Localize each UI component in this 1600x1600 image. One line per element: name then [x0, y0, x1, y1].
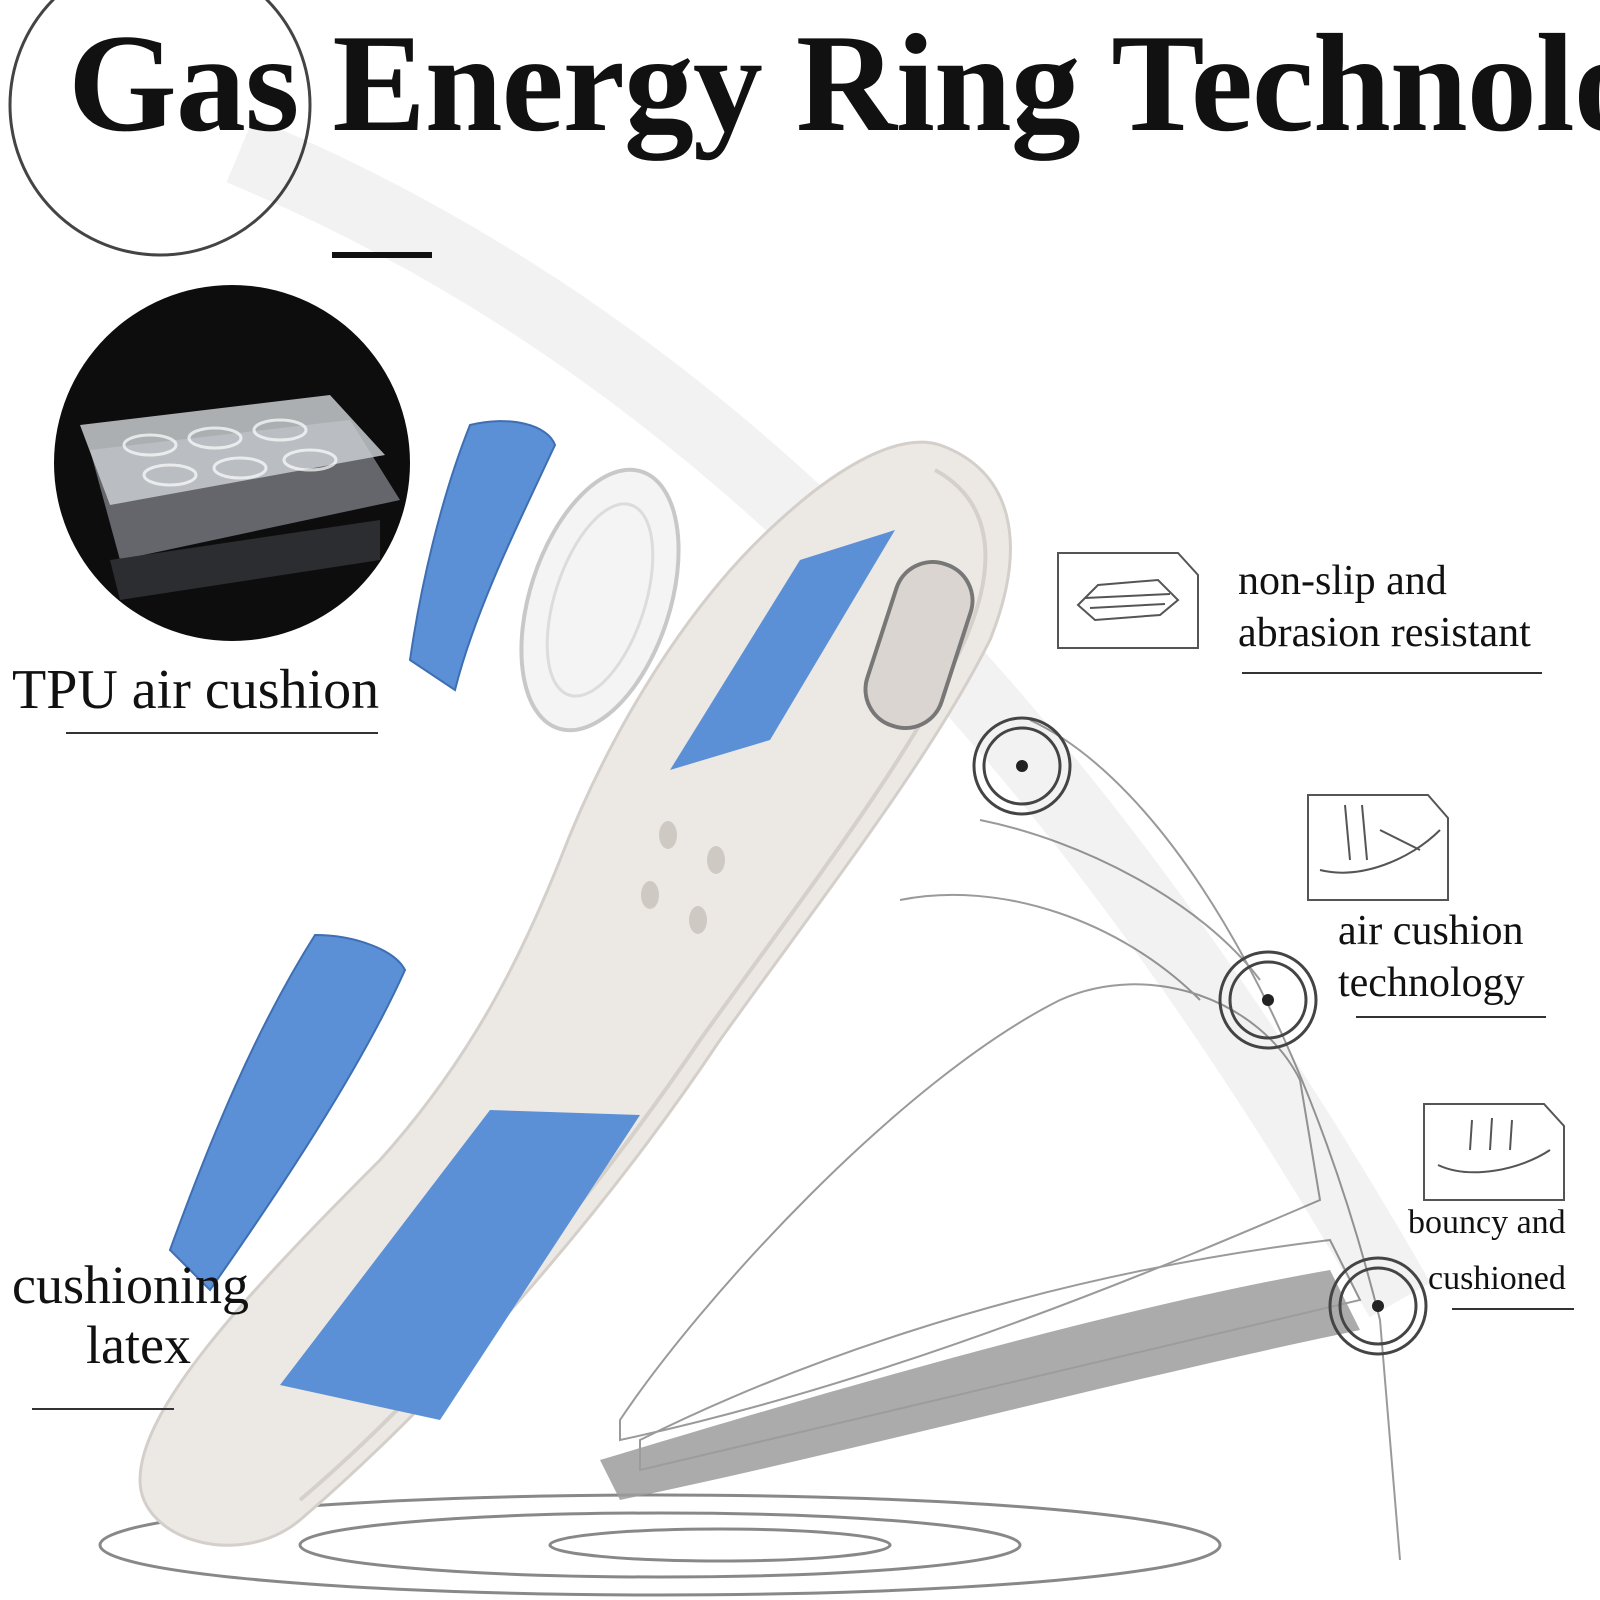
air-cushion-label-underline: [1356, 1016, 1546, 1018]
insole: [138, 440, 1012, 1547]
bouncy-label-line2: cushioned: [1428, 1260, 1566, 1297]
forefoot-latex-pad: [280, 1110, 640, 1420]
vent-holes: [641, 821, 725, 934]
nonslip-label-underline: [1242, 672, 1542, 674]
title-deco-circle: [8, 0, 312, 257]
shoe-outsole-icon: [1057, 552, 1199, 649]
tpu-label-underline: [66, 732, 378, 734]
bouncy-label-line1: bouncy and: [1408, 1204, 1566, 1241]
cushioning-latex-label-line2: latex: [86, 1315, 191, 1375]
ground-ripples: [98, 1493, 1222, 1597]
tpu-photo: [54, 285, 410, 641]
nonslip-label-line1: non-slip and: [1238, 558, 1447, 604]
cushioning-latex-label-line1: cushioning: [12, 1255, 249, 1315]
bouncy-label-underline: [1452, 1308, 1574, 1310]
air-cushion-tech-label-line2: technology: [1338, 960, 1525, 1006]
heel-latex-pad: [670, 530, 895, 770]
title-dash-divider: [332, 252, 432, 258]
tpu-air-cushion-label: TPU air cushion: [12, 659, 380, 721]
heel-air-slot: [863, 559, 975, 731]
air-cushion-icon: [1307, 794, 1449, 901]
air-cushion-tech-label-line1: air cushion: [1338, 908, 1524, 954]
bouncy-foam-icon: [1423, 1103, 1565, 1201]
top-latex-piece: [408, 420, 557, 692]
bottom-latex-piece: [168, 933, 407, 1292]
page-title: Gas Energy Ring Technology: [68, 6, 1600, 161]
shoe-shadow: [600, 1270, 1360, 1500]
nonslip-label-line2: abrasion resistant: [1238, 610, 1531, 656]
latex-label-underline: [32, 1408, 174, 1410]
tpu-cushion-piece: [519, 467, 681, 733]
target-ring-icon: [972, 716, 1428, 1356]
